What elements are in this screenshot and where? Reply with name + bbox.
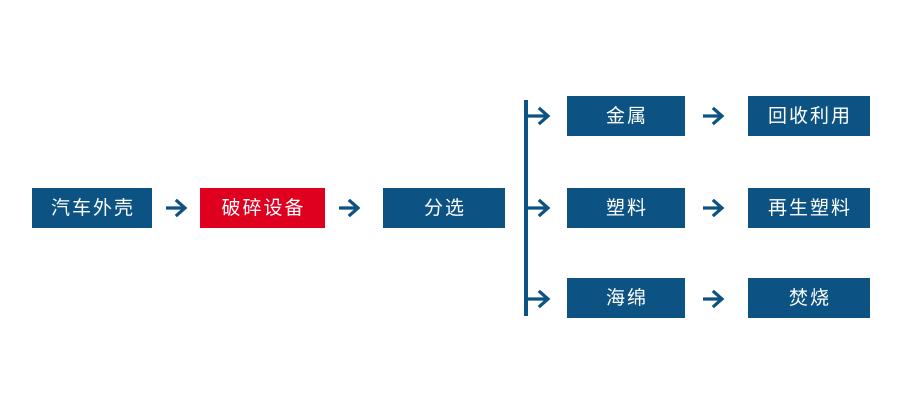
arrow-right-icon-2 — [339, 197, 363, 219]
node-car-shell-label: 汽车外壳 — [50, 197, 135, 219]
branch-arrow-right-icon-1 — [527, 105, 553, 127]
node-car-shell[interactable]: 汽车外壳 — [32, 188, 152, 228]
node-sorting[interactable]: 分选 — [383, 188, 505, 228]
node-incineration[interactable]: 焚烧 — [748, 278, 870, 318]
arrow-right-icon-4 — [703, 197, 727, 219]
node-recycle[interactable]: 回收利用 — [748, 96, 870, 136]
branch-arrow-right-icon-3 — [527, 288, 553, 310]
node-crusher-label: 破碎设备 — [221, 197, 306, 219]
node-metal[interactable]: 金属 — [567, 96, 685, 136]
node-sorting-label: 分选 — [423, 197, 466, 219]
node-plastic-label: 塑料 — [605, 197, 648, 219]
node-crusher[interactable]: 破碎设备 — [200, 188, 325, 228]
node-metal-label: 金属 — [605, 105, 648, 127]
node-regenerated-plastic[interactable]: 再生塑料 — [748, 188, 870, 228]
node-plastic[interactable]: 塑料 — [567, 188, 685, 228]
node-sponge[interactable]: 海绵 — [567, 278, 685, 318]
branch-arrow-right-icon-2 — [527, 197, 553, 219]
node-recycle-label: 回收利用 — [767, 105, 852, 127]
vertical-split-line — [524, 100, 528, 316]
node-incineration-label: 焚烧 — [788, 287, 831, 309]
arrow-right-icon-1 — [166, 197, 190, 219]
node-regenerated-plastic-label: 再生塑料 — [767, 197, 852, 219]
arrow-right-icon-3 — [703, 105, 727, 127]
arrow-right-icon-5 — [703, 288, 727, 310]
node-sponge-label: 海绵 — [605, 287, 648, 309]
